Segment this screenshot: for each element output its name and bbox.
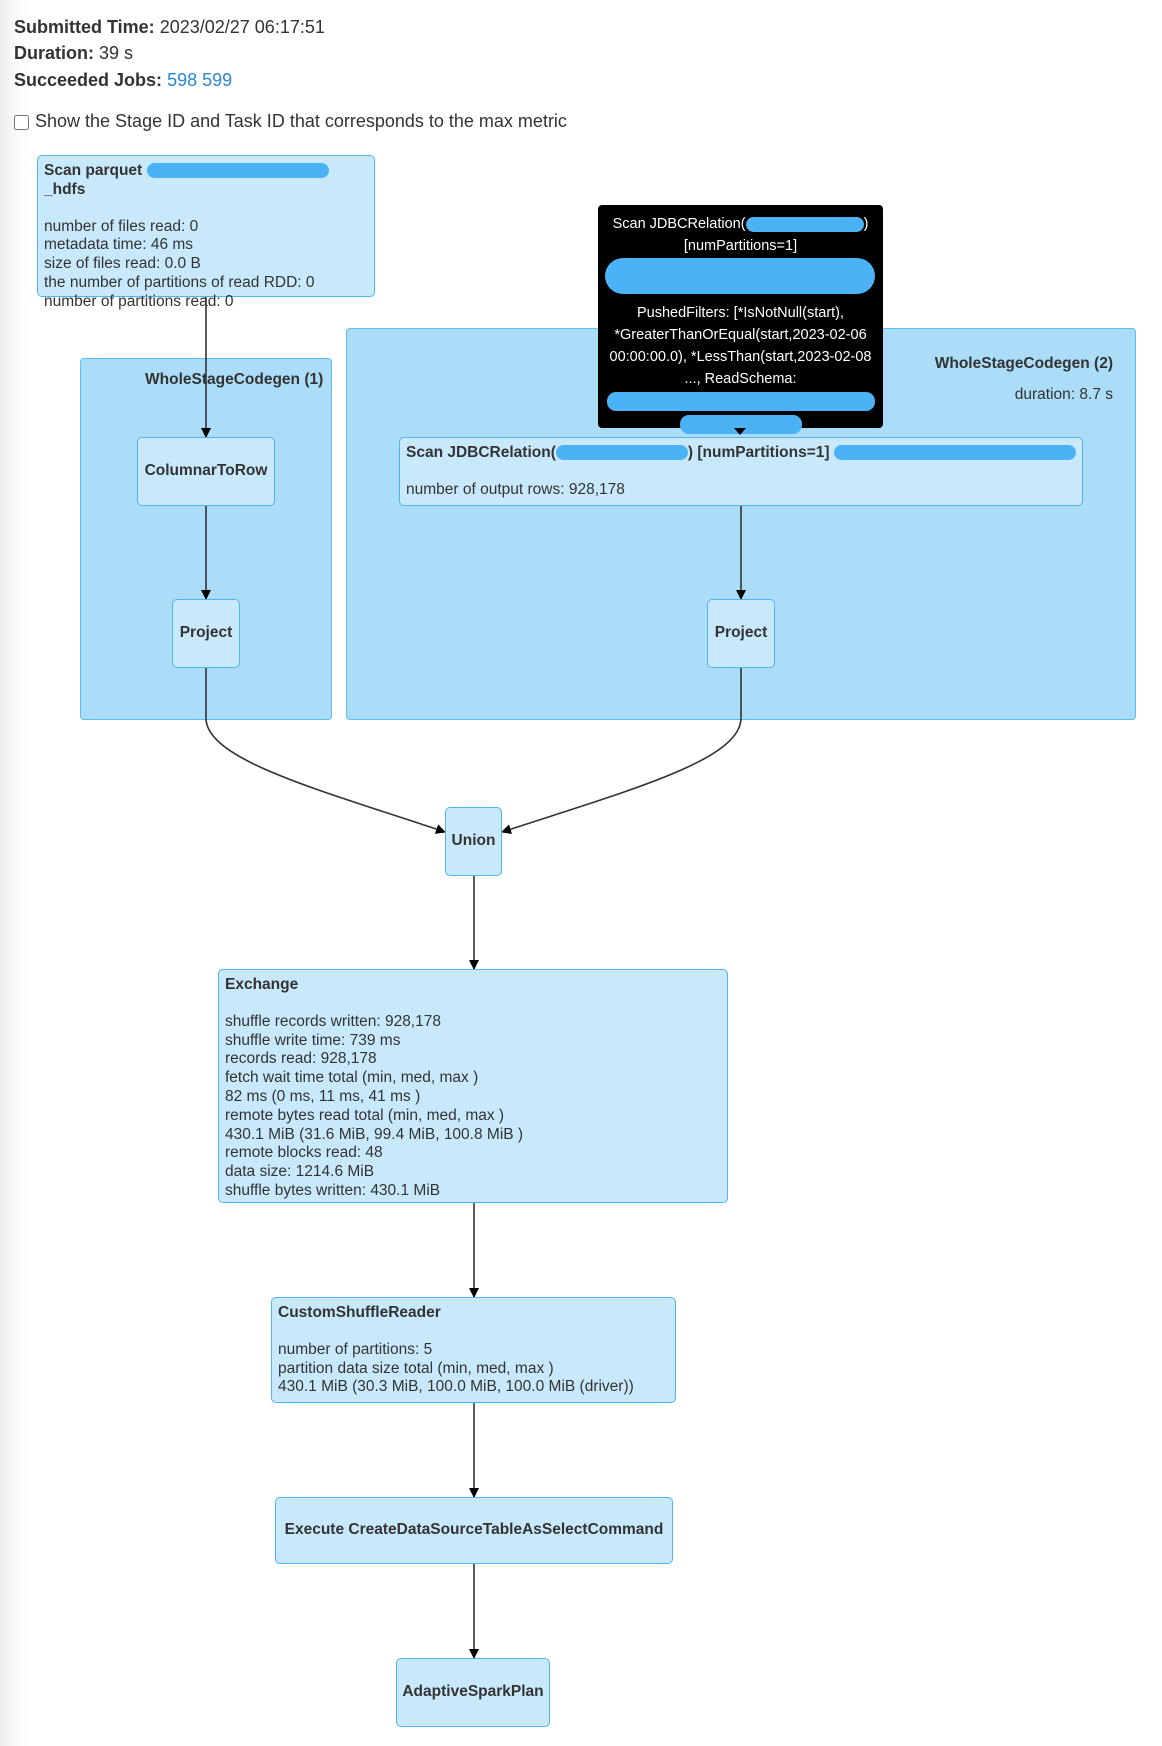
duration-label: Duration: — [14, 43, 94, 63]
redacted-text — [555, 445, 688, 461]
tooltip-arrow-icon — [734, 428, 746, 435]
node-title: Scan JDBCRelation( ) [numPartitions=1] — [406, 444, 1076, 463]
metric: number of partitions read: 0 — [44, 292, 234, 310]
node-scan-parquet[interactable]: Scan parquet _hdfs number of files read:… — [37, 155, 375, 310]
node-execute-ctas[interactable]: Execute CreateDataSourceTableAsSelectCom… — [275, 1497, 673, 1564]
submitted-time: Submitted Time: 2023/02/27 06:17:51 — [14, 16, 325, 38]
metric: 82 ms (0 ms, 11 ms, 41 ms ) — [225, 1087, 421, 1105]
node-adaptive-spark-plan[interactable]: AdaptiveSparkPlan — [396, 1658, 550, 1727]
metric: shuffle write time: 739 ms — [225, 1031, 401, 1049]
metric: 430.1 MiB (30.3 MiB, 100.0 MiB, 100.0 Mi… — [278, 1378, 634, 1396]
metric: the number of partitions of read RDD: 0 — [44, 273, 315, 291]
node-title: Project — [179, 624, 233, 642]
redacted-text — [679, 415, 802, 434]
metric: records read: 928,178 — [225, 1050, 377, 1068]
edge — [205, 668, 446, 834]
node-tooltip: Scan JDBCRelation() [numPartitions=1] Pu… — [598, 205, 883, 434]
node-columnar-to-row[interactable]: ColumnarToRow — [137, 437, 275, 506]
redacted-text — [833, 445, 1076, 461]
redacted-text — [745, 216, 864, 232]
job-link[interactable]: 598 — [167, 70, 198, 90]
tooltip-line: *GreaterThanOrEqual(start,2023-02-06 — [614, 327, 867, 343]
node-title: AdaptiveSparkPlan — [402, 1683, 544, 1701]
redacted-text — [146, 163, 329, 179]
redacted-text — [606, 392, 875, 411]
node-project[interactable]: Project — [172, 599, 240, 668]
node-custom-shuffle-reader[interactable]: CustomShuffleReader number of partitions… — [271, 1297, 676, 1403]
cluster-title: WholeStageCodegen (2) — [934, 355, 1113, 372]
metric: number of partitions: 5 — [278, 1340, 433, 1358]
metric: fetch wait time total (min, med, max ) — [225, 1069, 479, 1087]
metric: shuffle bytes written: 430.1 MiB — [225, 1181, 441, 1199]
duration-value: 39 s — [99, 43, 134, 63]
metric: data size: 1214.6 MiB — [225, 1163, 375, 1181]
tooltip-line: Scan JDBCRelation() — [606, 213, 875, 235]
node-project[interactable]: Project — [707, 599, 775, 668]
job-link[interactable]: 599 — [202, 70, 233, 90]
metric: metadata time: 46 ms — [44, 236, 194, 254]
title-mid: ) [numPartitions=1] — [687, 444, 830, 461]
node-title: Exchange — [225, 976, 299, 993]
metric: size of files read: 0.0 B — [44, 255, 201, 273]
show-stage-task-toggle[interactable]: Show the Stage ID and Task ID that corre… — [14, 110, 567, 132]
node-union[interactable]: Union — [445, 807, 502, 876]
tooltip-text: Scan JDBCRelation( — [612, 216, 746, 232]
metric: partition data size total (min, med, max… — [278, 1359, 554, 1377]
submitted-label: Submitted Time: — [14, 17, 155, 37]
cluster-title: WholeStageCodegen (1) — [145, 371, 324, 388]
edge — [501, 668, 742, 834]
node-title: CustomShuffleReader — [278, 1304, 441, 1321]
submitted-value: 2023/02/27 06:17:51 — [159, 17, 325, 37]
metric: shuffle records written: 928,178 — [225, 1012, 441, 1030]
tooltip-line: PushedFilters: [*IsNotNull(start), — [636, 305, 845, 321]
tooltip-line: [numPartitions=1] — [683, 238, 798, 254]
node-title: Execute CreateDataSourceTableAsSelectCom… — [284, 1521, 664, 1539]
cluster-duration: duration: 8.7 s — [1014, 386, 1113, 403]
node-scan-jdbc[interactable]: Scan JDBCRelation( ) [numPartitions=1] nu… — [399, 437, 1083, 506]
checkbox-label: Show the Stage ID and Task ID that corre… — [35, 111, 567, 131]
tooltip-text: ) — [863, 216, 869, 232]
title-suffix: _hdfs — [44, 180, 86, 198]
title-prefix: Scan parquet — [44, 162, 143, 179]
show-stage-task-checkbox[interactable] — [14, 115, 29, 130]
node-title: ColumnarToRow — [144, 462, 268, 480]
tooltip-line: 00:00:00.0), *LessThan(start,2023-02-08 — [609, 349, 872, 365]
metric: number of files read: 0 — [44, 217, 199, 235]
jobs-label: Succeeded Jobs: — [14, 70, 163, 90]
metric: 430.1 MiB (31.6 MiB, 99.4 MiB, 100.8 MiB… — [225, 1125, 524, 1143]
tooltip-line: ..., ReadSchema: — [684, 371, 797, 387]
metric: remote blocks read: 48 — [225, 1144, 383, 1162]
metric: remote bytes read total (min, med, max ) — [225, 1106, 505, 1124]
node-title: Project — [714, 624, 768, 642]
redacted-text — [605, 258, 875, 294]
node-exchange[interactable]: Exchange shuffle records written: 928,17… — [218, 969, 728, 1203]
metric: number of output rows: 928,178 — [406, 480, 625, 498]
succeeded-jobs: Succeeded Jobs: 598 599 — [14, 69, 232, 91]
node-title: Union — [451, 832, 496, 850]
node-title: Scan parquet _hdfs — [44, 162, 368, 200]
title-prefix: Scan JDBCRelation( — [406, 444, 556, 461]
duration: Duration: 39 s — [14, 42, 133, 64]
